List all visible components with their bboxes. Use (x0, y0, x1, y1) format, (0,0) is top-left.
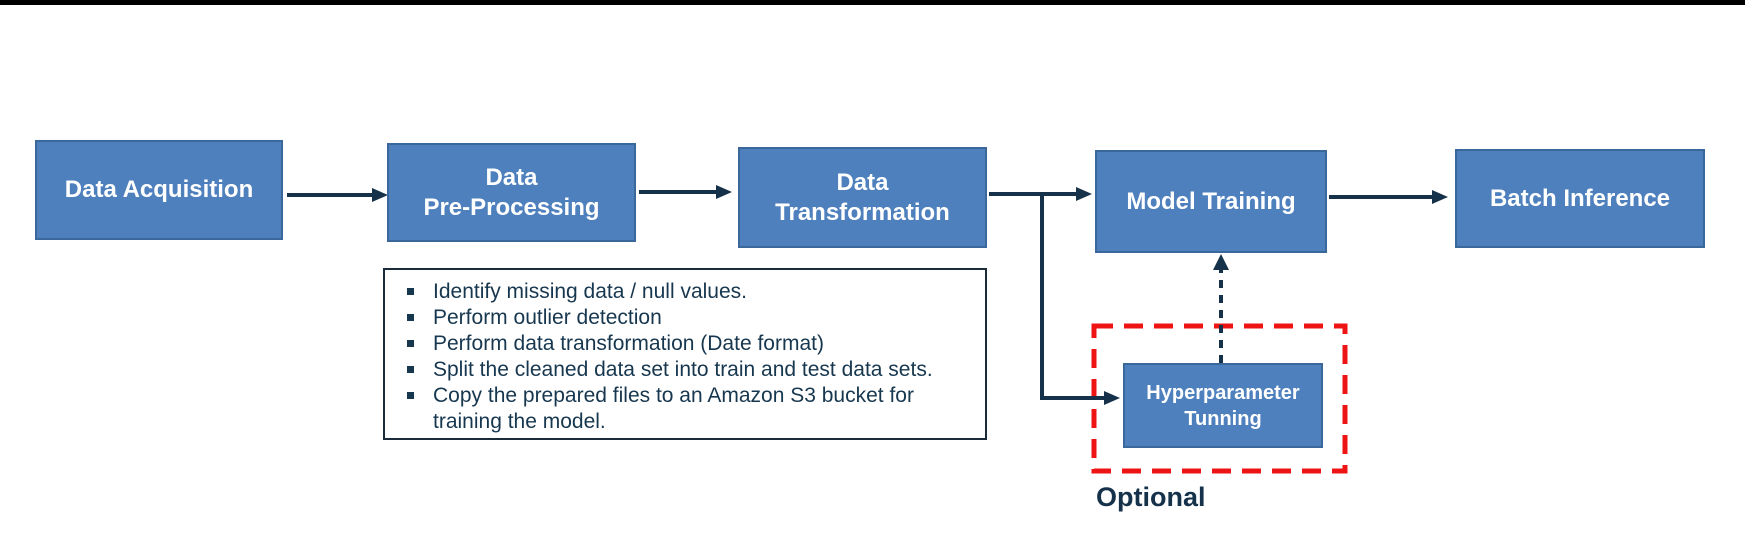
node-data-acquisition-label: Data Acquisition (64, 176, 254, 203)
node-hyperparameter-tunning: Hyperparameter Tunning (1123, 363, 1323, 448)
arrow-transformation-to-hyperparameter (1040, 194, 1120, 405)
node-batch-inference-label: Batch Inference (1489, 184, 1671, 212)
top-black-bar (0, 0, 1745, 5)
note-item: Identify missing data / null values. (403, 279, 971, 305)
node-data-preprocessing: Data Pre-Processing (387, 143, 636, 242)
node-model-training-label: Model Training (1126, 187, 1296, 215)
note-item: Copy the prepared files to an Amazon S3 … (403, 383, 971, 435)
node-data-transformation-label: Data Transformation (775, 168, 950, 226)
node-data-transformation: Data Transformation (738, 147, 987, 248)
node-batch-inference: Batch Inference (1455, 149, 1705, 248)
node-data-acquisition: Data Acquisition (35, 140, 283, 240)
arrow-training-to-inference (1329, 190, 1448, 204)
note-item: Perform data transformation (Date format… (403, 331, 971, 357)
arrow-transformation-to-training (989, 187, 1092, 201)
node-model-training: Model Training (1095, 150, 1327, 253)
node-hyperparameter-tunning-label: Hyperparameter Tunning (1146, 381, 1300, 430)
note-item: Split the cleaned data set into train an… (403, 357, 971, 383)
note-item: Perform outlier detection (403, 305, 971, 331)
arrow-acquisition-to-preprocessing (287, 188, 388, 202)
optional-label: Optional (1096, 482, 1206, 512)
node-data-preprocessing-label: Data Pre-Processing (423, 163, 600, 221)
arrow-preprocessing-to-transformation (639, 185, 732, 199)
preprocessing-notes-box: Identify missing data / null values. Per… (383, 268, 987, 440)
preprocessing-notes-list: Identify missing data / null values. Per… (385, 279, 985, 435)
arrow-hyperparameter-to-training (1213, 254, 1229, 363)
